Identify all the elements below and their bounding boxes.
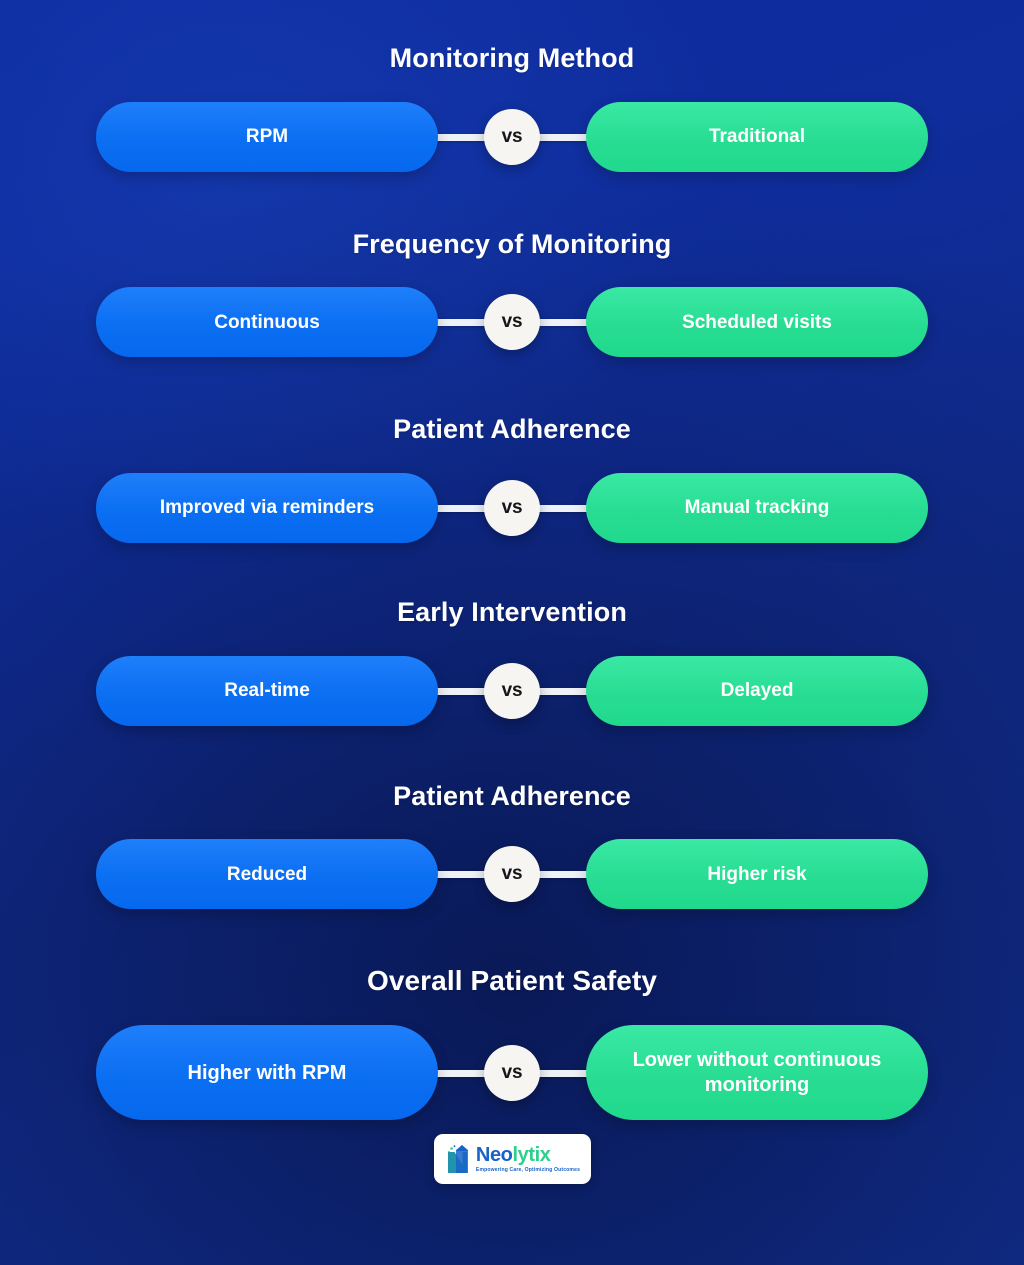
comparison-row: Frequency of Monitoring Continuous vs Sc… — [0, 228, 1024, 358]
logo-wordmark: Neolytix Empowering Care, Optimizing Out… — [476, 1145, 580, 1173]
traditional-option-pill[interactable]: Traditional — [586, 101, 928, 172]
traditional-option-pill[interactable]: Lower without continuous monitoring — [586, 1025, 928, 1121]
traditional-option-pill[interactable]: Delayed — [586, 655, 928, 726]
comparison-title: Early Intervention — [397, 597, 627, 628]
rpm-option-pill[interactable]: Real-time — [96, 655, 438, 726]
brand-footer: Neolytix Empowering Care, Optimizing Out… — [0, 1134, 1024, 1185]
logo-card[interactable]: Neolytix Empowering Care, Optimizing Out… — [433, 1134, 591, 1185]
traditional-option-pill[interactable]: Scheduled visits — [586, 287, 928, 358]
comparison-pair: Higher with RPM vs Lower without continu… — [96, 1025, 928, 1121]
comparison-row: Overall Patient Safety Higher with RPM v… — [0, 965, 1024, 1121]
logo-word-row: Neolytix — [476, 1145, 580, 1165]
rpm-option-pill[interactable]: Improved via reminders — [96, 473, 438, 544]
vs-badge: vs — [484, 108, 540, 165]
vs-badge: vs — [484, 1044, 540, 1101]
logo-word-secondary: lytix — [512, 1144, 551, 1167]
comparison-title: Patient Adherence — [393, 414, 631, 445]
comparison-pair: RPM vs Traditional — [96, 101, 928, 172]
vs-badge: vs — [484, 294, 540, 351]
neolytix-arrow-icon — [447, 1145, 468, 1174]
comparison-pair: Improved via reminders vs Manual trackin… — [96, 473, 928, 544]
vs-badge: vs — [484, 846, 540, 903]
comparison-row: Patient Adherence Reduced vs Higher risk — [0, 780, 1024, 910]
traditional-option-pill[interactable]: Manual tracking — [586, 473, 928, 544]
comparison-row: Early Intervention Real-time vs Delayed — [0, 597, 1024, 726]
vs-badge: vs — [484, 480, 540, 537]
rpm-option-pill[interactable]: Reduced — [96, 839, 438, 910]
vs-badge: vs — [484, 662, 540, 719]
rpm-option-pill[interactable]: Higher with RPM — [96, 1025, 438, 1121]
comparison-pair: Reduced vs Higher risk — [96, 839, 928, 910]
rpm-option-pill[interactable]: Continuous — [96, 287, 438, 358]
comparison-title: Frequency of Monitoring — [352, 228, 672, 259]
comparison-row: Patient Adherence Improved via reminders… — [0, 414, 1024, 544]
comparison-pair: Continuous vs Scheduled visits — [96, 287, 928, 358]
comparison-title: Patient Adherence — [393, 780, 631, 811]
logo-tagline: Empowering Care, Optimizing Outcomes — [475, 1166, 581, 1173]
comparison-row: Monitoring Method RPM vs Traditional — [0, 43, 1024, 172]
logo-word-primary: Neo — [475, 1144, 513, 1167]
comparison-pair: Real-time vs Delayed — [96, 655, 928, 726]
traditional-option-pill[interactable]: Higher risk — [586, 839, 928, 910]
comparison-title: Overall Patient Safety — [366, 965, 658, 997]
rpm-option-pill[interactable]: RPM — [96, 101, 438, 172]
comparison-title: Monitoring Method — [389, 43, 635, 73]
